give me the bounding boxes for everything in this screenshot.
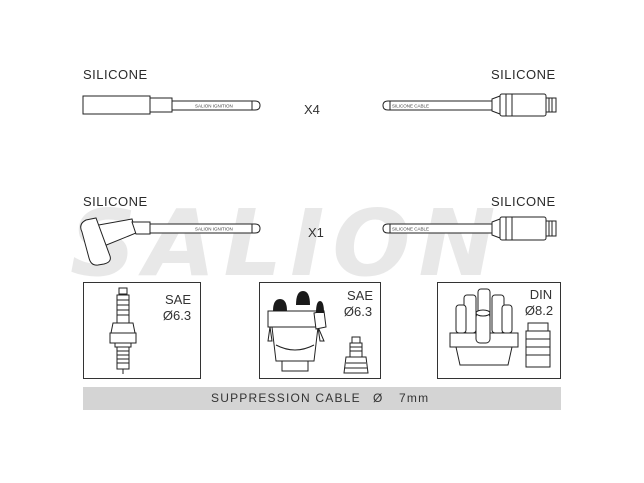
cable-2-right-label: SILICONE bbox=[491, 194, 556, 209]
panel-din-distributor: DIN Ø8.2 bbox=[437, 282, 561, 379]
suppression-cable-bar: SUPPRESSION CABLE Ø 7mm bbox=[83, 387, 561, 410]
cable-1-left-label: SILICONE bbox=[83, 67, 148, 82]
footer-diameter-symbol: Ø bbox=[373, 391, 384, 405]
cable-2-quantity: X1 bbox=[308, 225, 324, 240]
cable-2-coil-connector bbox=[382, 216, 557, 241]
cable-2-left-label: SILICONE bbox=[83, 194, 148, 209]
cable-1-coil-connector bbox=[382, 93, 557, 117]
panel-3-size: Ø8.2 bbox=[524, 303, 554, 318]
svg-text:SILICONE CABLE: SILICONE CABLE bbox=[392, 227, 429, 232]
footer-diameter-value: 7mm bbox=[399, 391, 430, 405]
svg-text:SALION IGNITION: SALION IGNITION bbox=[195, 227, 233, 232]
cable-1-straight-boot bbox=[82, 95, 261, 115]
panel-1-standard: SAE bbox=[164, 292, 191, 307]
panel-1-size: Ø6.3 bbox=[162, 308, 192, 323]
panel-2-standard: SAE bbox=[346, 288, 373, 303]
svg-text:SALION IGNITION: SALION IGNITION bbox=[195, 104, 233, 109]
cable-2-angled-boot bbox=[80, 217, 261, 266]
cable-1-right-label: SILICONE bbox=[491, 67, 556, 82]
din-distributor-cap-icon bbox=[449, 288, 551, 368]
panel-3-standard: DIN bbox=[529, 287, 553, 302]
panel-sae-spark-plug: SAE Ø6.3 bbox=[83, 282, 201, 379]
salion-watermark-logo: SALION bbox=[70, 190, 504, 297]
distributor-cap-icon bbox=[267, 291, 369, 374]
panel-sae-distributor: SAE Ø6.3 bbox=[259, 282, 381, 379]
spark-plug-icon bbox=[109, 287, 137, 374]
cable-1-quantity: X4 bbox=[304, 102, 320, 117]
svg-text:SILICONE CABLE: SILICONE CABLE bbox=[392, 104, 429, 109]
panel-2-size: Ø6.3 bbox=[343, 304, 373, 319]
footer-text: SUPPRESSION CABLE bbox=[211, 391, 361, 405]
